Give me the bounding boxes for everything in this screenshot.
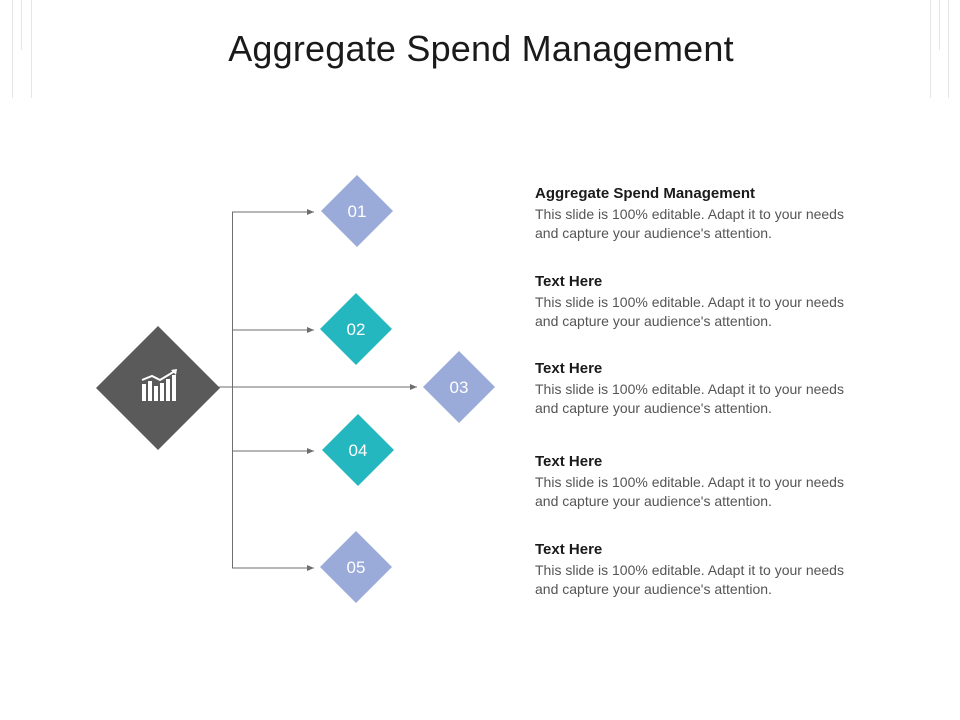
item-heading: Text Here (535, 541, 603, 558)
text-item-4: Text Here This slide is 100% editable. A… (535, 453, 865, 511)
node-label-04: 04 (349, 441, 368, 460)
node-01: 01 (321, 175, 393, 247)
slide-title: Aggregate Spend Management (228, 28, 734, 69)
node-label-05: 05 (347, 558, 366, 577)
node-02: 02 (320, 293, 392, 365)
decor-line-right-3 (948, 0, 949, 98)
item-heading: Text Here (535, 273, 603, 290)
item-heading: Aggregate Spend Management (535, 185, 756, 202)
text-item-5: Text Here This slide is 100% editable. A… (535, 541, 865, 599)
decor-line-right-1 (930, 0, 931, 98)
node-05: 05 (320, 531, 392, 603)
decor-line-left-3 (31, 0, 32, 98)
node-04: 04 (322, 414, 394, 486)
connectors (205, 209, 417, 571)
decor-line-left-1 (12, 0, 13, 98)
text-item-3: Text Here This slide is 100% editable. A… (535, 360, 865, 418)
item-body: This slide is 100% editable. Adapt it to… (535, 474, 844, 509)
text-item-1: Aggregate Spend Management This slide is… (535, 185, 865, 243)
decor-line-left-2 (21, 0, 22, 50)
bar-chart-growth-icon (141, 369, 177, 401)
node-03: 03 (423, 351, 495, 423)
item-heading: Text Here (535, 360, 603, 377)
node-label-03: 03 (450, 378, 469, 397)
item-body: This slide is 100% editable. Adapt it to… (535, 381, 844, 416)
item-heading: Text Here (535, 453, 603, 470)
text-item-2: Text Here This slide is 100% editable. A… (535, 273, 865, 331)
node-label-01: 01 (348, 202, 367, 221)
center-diamond (96, 326, 220, 450)
item-body: This slide is 100% editable. Adapt it to… (535, 562, 844, 597)
item-body: This slide is 100% editable. Adapt it to… (535, 294, 844, 329)
node-label-02: 02 (347, 320, 366, 339)
decor-line-right-2 (939, 0, 940, 50)
item-body: This slide is 100% editable. Adapt it to… (535, 206, 844, 241)
